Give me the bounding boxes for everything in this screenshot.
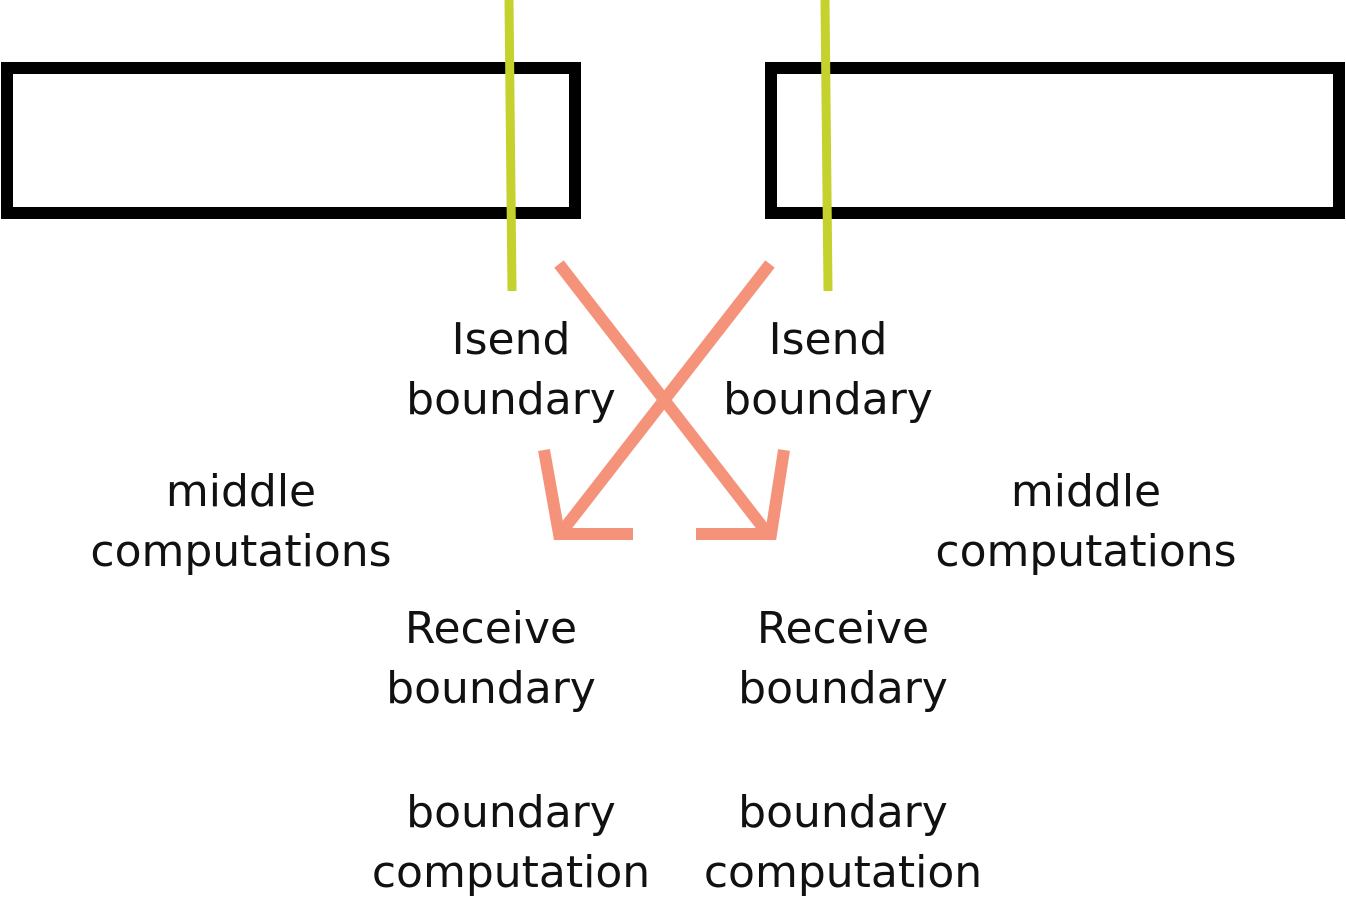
right-isend-label: Isend boundary bbox=[723, 310, 933, 430]
left-boundary-line1: boundary bbox=[406, 787, 616, 838]
left-isend-label: Isend boundary bbox=[406, 310, 616, 430]
left-receive-line2: boundary bbox=[386, 663, 596, 714]
right-isend-line1: Isend bbox=[768, 314, 888, 365]
left-middle-line2: computations bbox=[90, 526, 392, 577]
right-boundary-line bbox=[820, 0, 833, 292]
right-receive-label: Receive boundary bbox=[738, 599, 948, 719]
right-receive-line1: Receive bbox=[756, 603, 930, 654]
left-isend-line1: Isend bbox=[451, 314, 571, 365]
right-middle-label: middle computations bbox=[935, 462, 1236, 582]
left-boundary-line2: computation bbox=[371, 847, 651, 898]
left-middle-label: middle computations bbox=[90, 462, 391, 582]
arrow-left-to-right bbox=[554, 260, 790, 540]
right-middle-line1: middle bbox=[1010, 466, 1162, 517]
left-isend-line2: boundary bbox=[406, 374, 616, 425]
left-boundary-line bbox=[504, 0, 517, 292]
right-domain-box bbox=[765, 62, 1345, 219]
left-receive-line1: Receive bbox=[404, 603, 578, 654]
right-receive-line2: boundary bbox=[738, 663, 948, 714]
right-boundary-line2: computation bbox=[703, 847, 983, 898]
left-boundary-computation-label: boundary computation bbox=[372, 783, 650, 903]
right-isend-line2: boundary bbox=[723, 374, 933, 425]
right-boundary-line1: boundary bbox=[738, 787, 948, 838]
right-middle-line2: computations bbox=[935, 526, 1237, 577]
left-domain-box bbox=[1, 62, 581, 219]
left-receive-label: Receive boundary bbox=[386, 599, 596, 719]
left-middle-line1: middle bbox=[165, 466, 317, 517]
right-boundary-computation-label: boundary computation bbox=[704, 783, 982, 903]
